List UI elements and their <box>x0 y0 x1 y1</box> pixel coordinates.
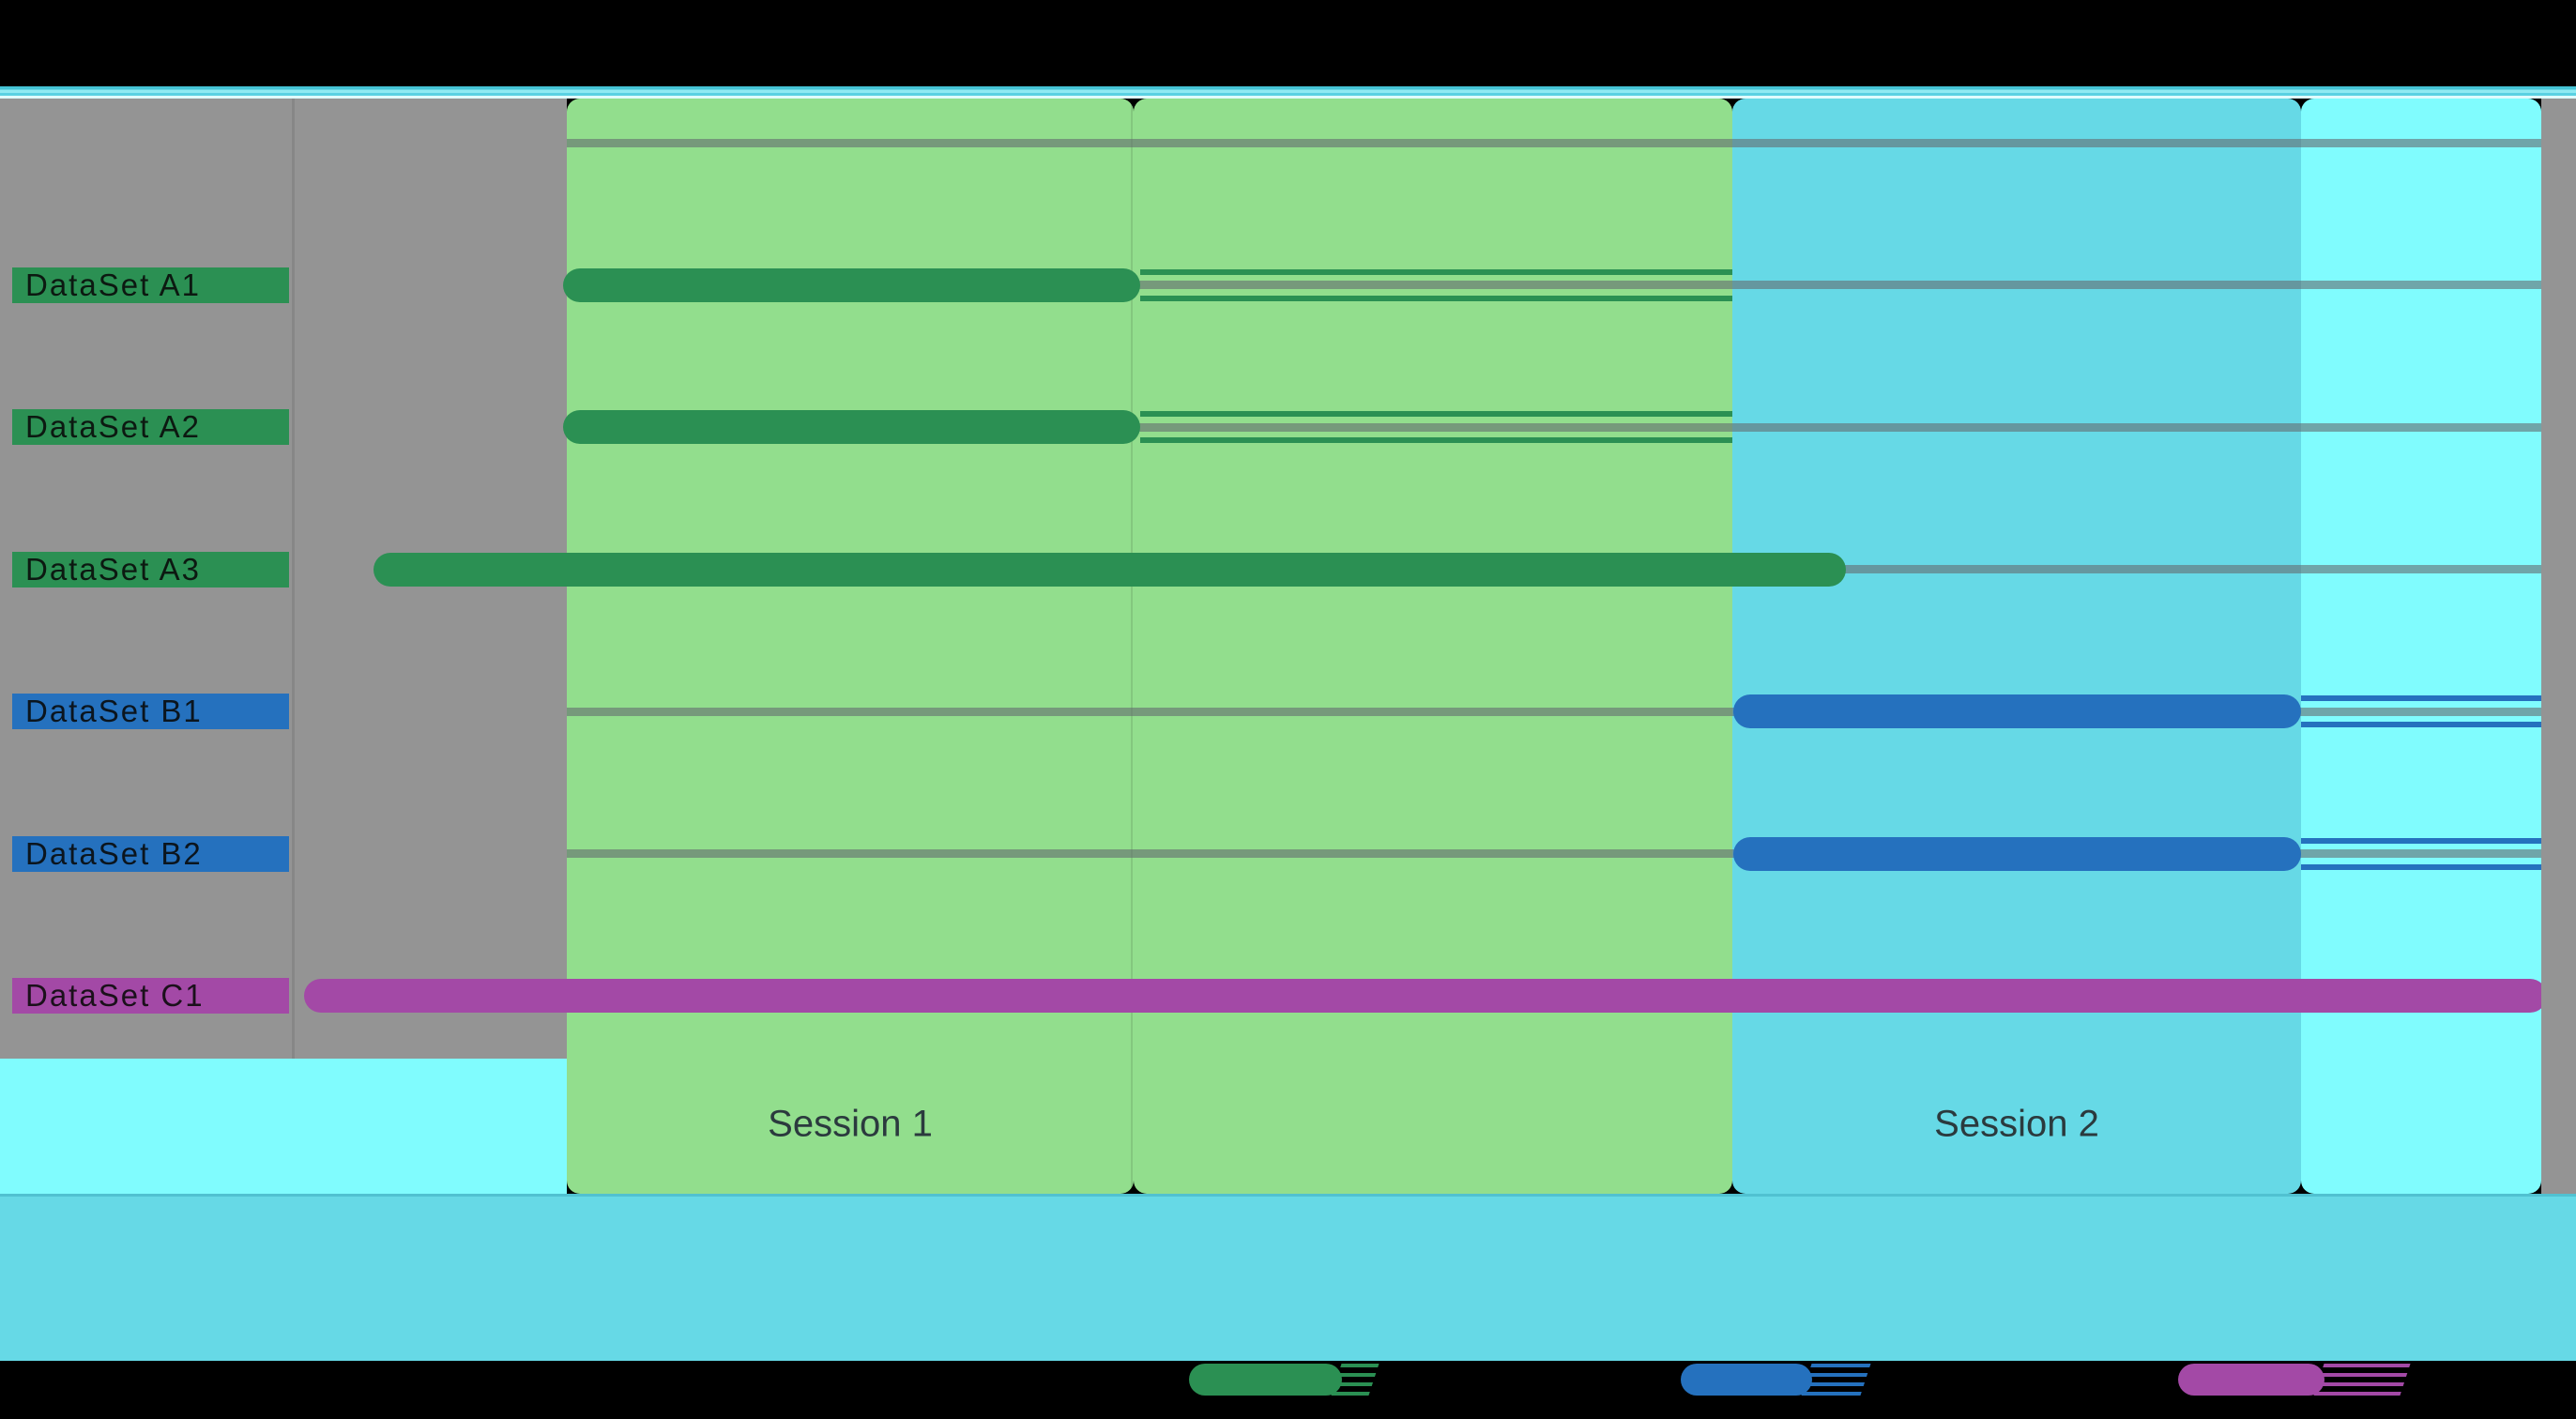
row-label-dataset-b2: DataSet B2 <box>12 835 289 872</box>
row-track <box>567 138 2541 147</box>
row-label-dataset-b1: DataSet B1 <box>12 694 289 729</box>
task-bar-dataset-b2 <box>1733 836 2301 871</box>
legend-swatch-tail-blue <box>1801 1364 1871 1396</box>
legend-swatch-green <box>1189 1364 1342 1396</box>
top-cyan-strip <box>0 86 2576 99</box>
task-bar-dataset-a2 <box>563 410 1140 444</box>
task-bar-dataset-b1 <box>1733 694 2301 728</box>
task-header-redaction-box <box>158 0 289 36</box>
task-bar-dataset-a3 <box>373 552 1846 587</box>
session1-grid-seam <box>1131 99 1133 1194</box>
task-bar-outline-extension <box>1140 268 1732 301</box>
row-track <box>567 422 2541 432</box>
task-bar-outline-extension <box>2301 695 2541 727</box>
task-column-header: T <box>137 0 158 38</box>
session-band-session-1-2 <box>1134 99 1732 1194</box>
row-label-dataset-a2: DataSet A2 <box>12 409 289 445</box>
row-label-dataset-c1: DataSet C1 <box>12 978 289 1014</box>
legend-swatch-blue <box>1681 1364 1812 1396</box>
row-label-dataset-a3: DataSet A3 <box>12 551 289 587</box>
session-label-session-1: Session 1 <box>768 1103 933 1145</box>
task-bar-outline-extension <box>2301 837 2541 870</box>
task-bar-dataset-c1 <box>304 979 2547 1013</box>
label-column-divider <box>292 99 295 1059</box>
bottom-left-light-cyan-area <box>0 1059 567 1194</box>
row-track <box>567 281 2541 289</box>
bottom-cyan-band <box>0 1194 2576 1361</box>
row-label-dataset-a1: DataSet A1 <box>12 267 289 303</box>
legend-swatch-tail-magenta <box>2313 1364 2411 1396</box>
session-band-session-2 <box>1732 99 2301 1194</box>
off-session-light-cyan-band <box>2301 99 2541 1194</box>
legend-swatch-magenta <box>2178 1364 2324 1396</box>
task-bar-outline-extension <box>1140 411 1732 443</box>
session-label-session-2: Session 2 <box>1934 1103 2099 1145</box>
legend-swatch-tail-green <box>1331 1364 1379 1396</box>
row-track <box>567 849 2541 858</box>
task-bar-dataset-a1 <box>563 267 1140 302</box>
right-gray-margin <box>2541 99 2576 1194</box>
row-track <box>567 707 2541 716</box>
session-band-session-1-1 <box>567 99 1134 1194</box>
